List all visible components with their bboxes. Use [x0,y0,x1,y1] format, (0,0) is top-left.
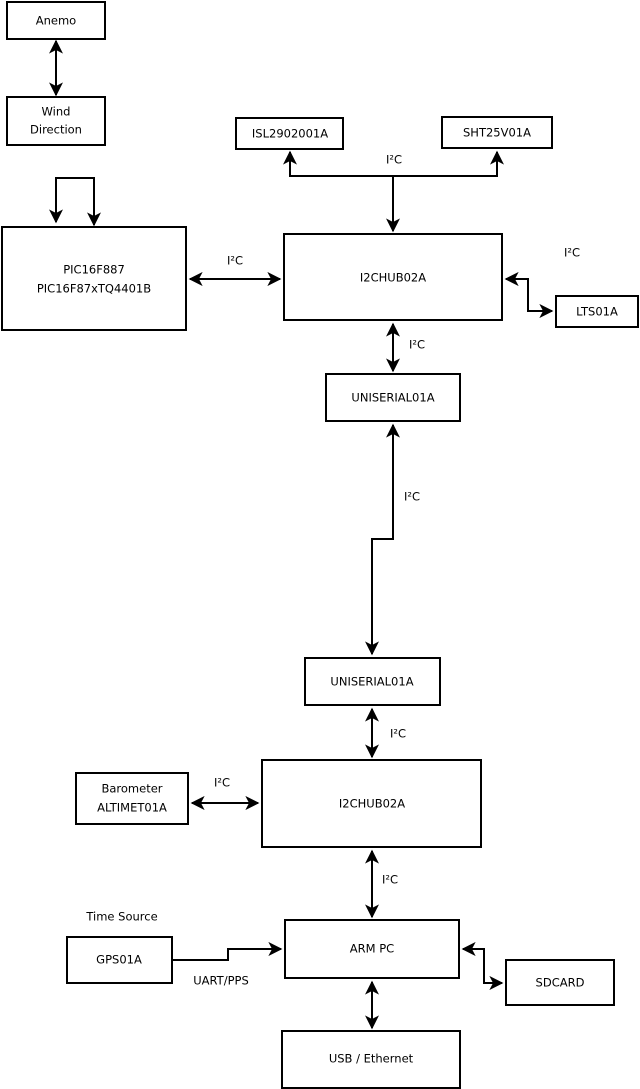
node-label-anemo: Anemo [36,14,76,28]
node-label-lts: LTS01A [576,305,618,319]
label-i2c-baro-hub: I²C [214,776,230,790]
label-i2c-hub-sensors: I²C [386,153,402,167]
node-label-sdcard: SDCARD [536,976,585,990]
node-label-sht: SHT25V01A [463,126,531,140]
node-pic-mcu[interactable]: PIC16F887 PIC16F87xTQ4401B [1,226,187,331]
label-uart-pps: UART/PPS [193,974,249,988]
node-barometer-altimet01a[interactable]: Barometer ALTIMET01A [75,772,189,825]
node-sdcard[interactable]: SDCARD [505,959,615,1006]
node-label-wind-line2: Direction [30,123,82,137]
node-i2chub02a-top[interactable]: I2CHUB02A [283,233,503,321]
node-wind-direction[interactable]: Wind Direction [6,96,106,146]
node-lts01a[interactable]: LTS01A [555,295,639,328]
edge-pic-wind [49,177,101,227]
node-label-usbeth: USB / Ethernet [329,1052,414,1066]
edge-hubtop-sht [393,150,504,177]
node-label-baro-line1: Barometer [101,782,162,796]
label-i2c-pic-hub: I²C [227,254,243,268]
label-i2c-uniserial-hub: I²C [390,727,406,741]
node-label-gps: GPS01A [96,953,142,967]
label-i2c-hub-uniserial: I²C [409,338,425,352]
node-label-isl: ISL2902001A [252,127,328,141]
node-gps01a[interactable]: GPS01A [66,936,173,984]
label-time-source: Time Source [85,910,157,924]
node-label-baro-line2: ALTIMET01A [97,801,167,815]
node-uniserial01a-upper[interactable]: UNISERIAL01A [325,373,461,422]
node-label-armpc: ARM PC [350,942,394,956]
node-usb-ethernet[interactable]: USB / Ethernet [281,1030,461,1089]
label-i2c-hub-armpc: I²C [382,873,398,887]
node-arm-pc[interactable]: ARM PC [284,919,460,979]
edge-hubtop-lts [504,272,554,318]
node-label-uniserial-upper: UNISERIAL01A [351,391,434,405]
node-i2chub02a-bottom[interactable]: I2CHUB02A [261,759,482,848]
node-label-uniserial-lower: UNISERIAL01A [330,675,413,689]
edge-hubtop-isl [283,150,393,177]
label-i2c-hub-lts: I²C [564,246,580,260]
node-label-hub-top: I2CHUB02A [360,271,426,285]
node-label-hub-bottom: I2CHUB02A [339,797,405,811]
edge-labels-group: I²C I²C I²C I²C I²C I²C I²C I²C Time Sou… [85,153,580,988]
node-uniserial01a-lower[interactable]: UNISERIAL01A [304,657,441,706]
edge-armpc-sdcard [461,942,504,990]
node-sht25v01a[interactable]: SHT25V01A [441,116,553,149]
node-label-pic-line1: PIC16F887 [63,263,125,277]
edges-group [49,39,554,1030]
node-isl2902001a[interactable]: ISL2902001A [235,117,344,150]
node-label-wind-line1: Wind [42,105,71,119]
edge-uniserial-up-low [365,423,400,656]
edge-gps-armpc [172,942,283,961]
node-anemo[interactable]: Anemo [6,1,106,40]
label-i2c-uniserial-uniserial: I²C [404,490,420,504]
node-label-pic-line2: PIC16F87xTQ4401B [37,282,151,296]
